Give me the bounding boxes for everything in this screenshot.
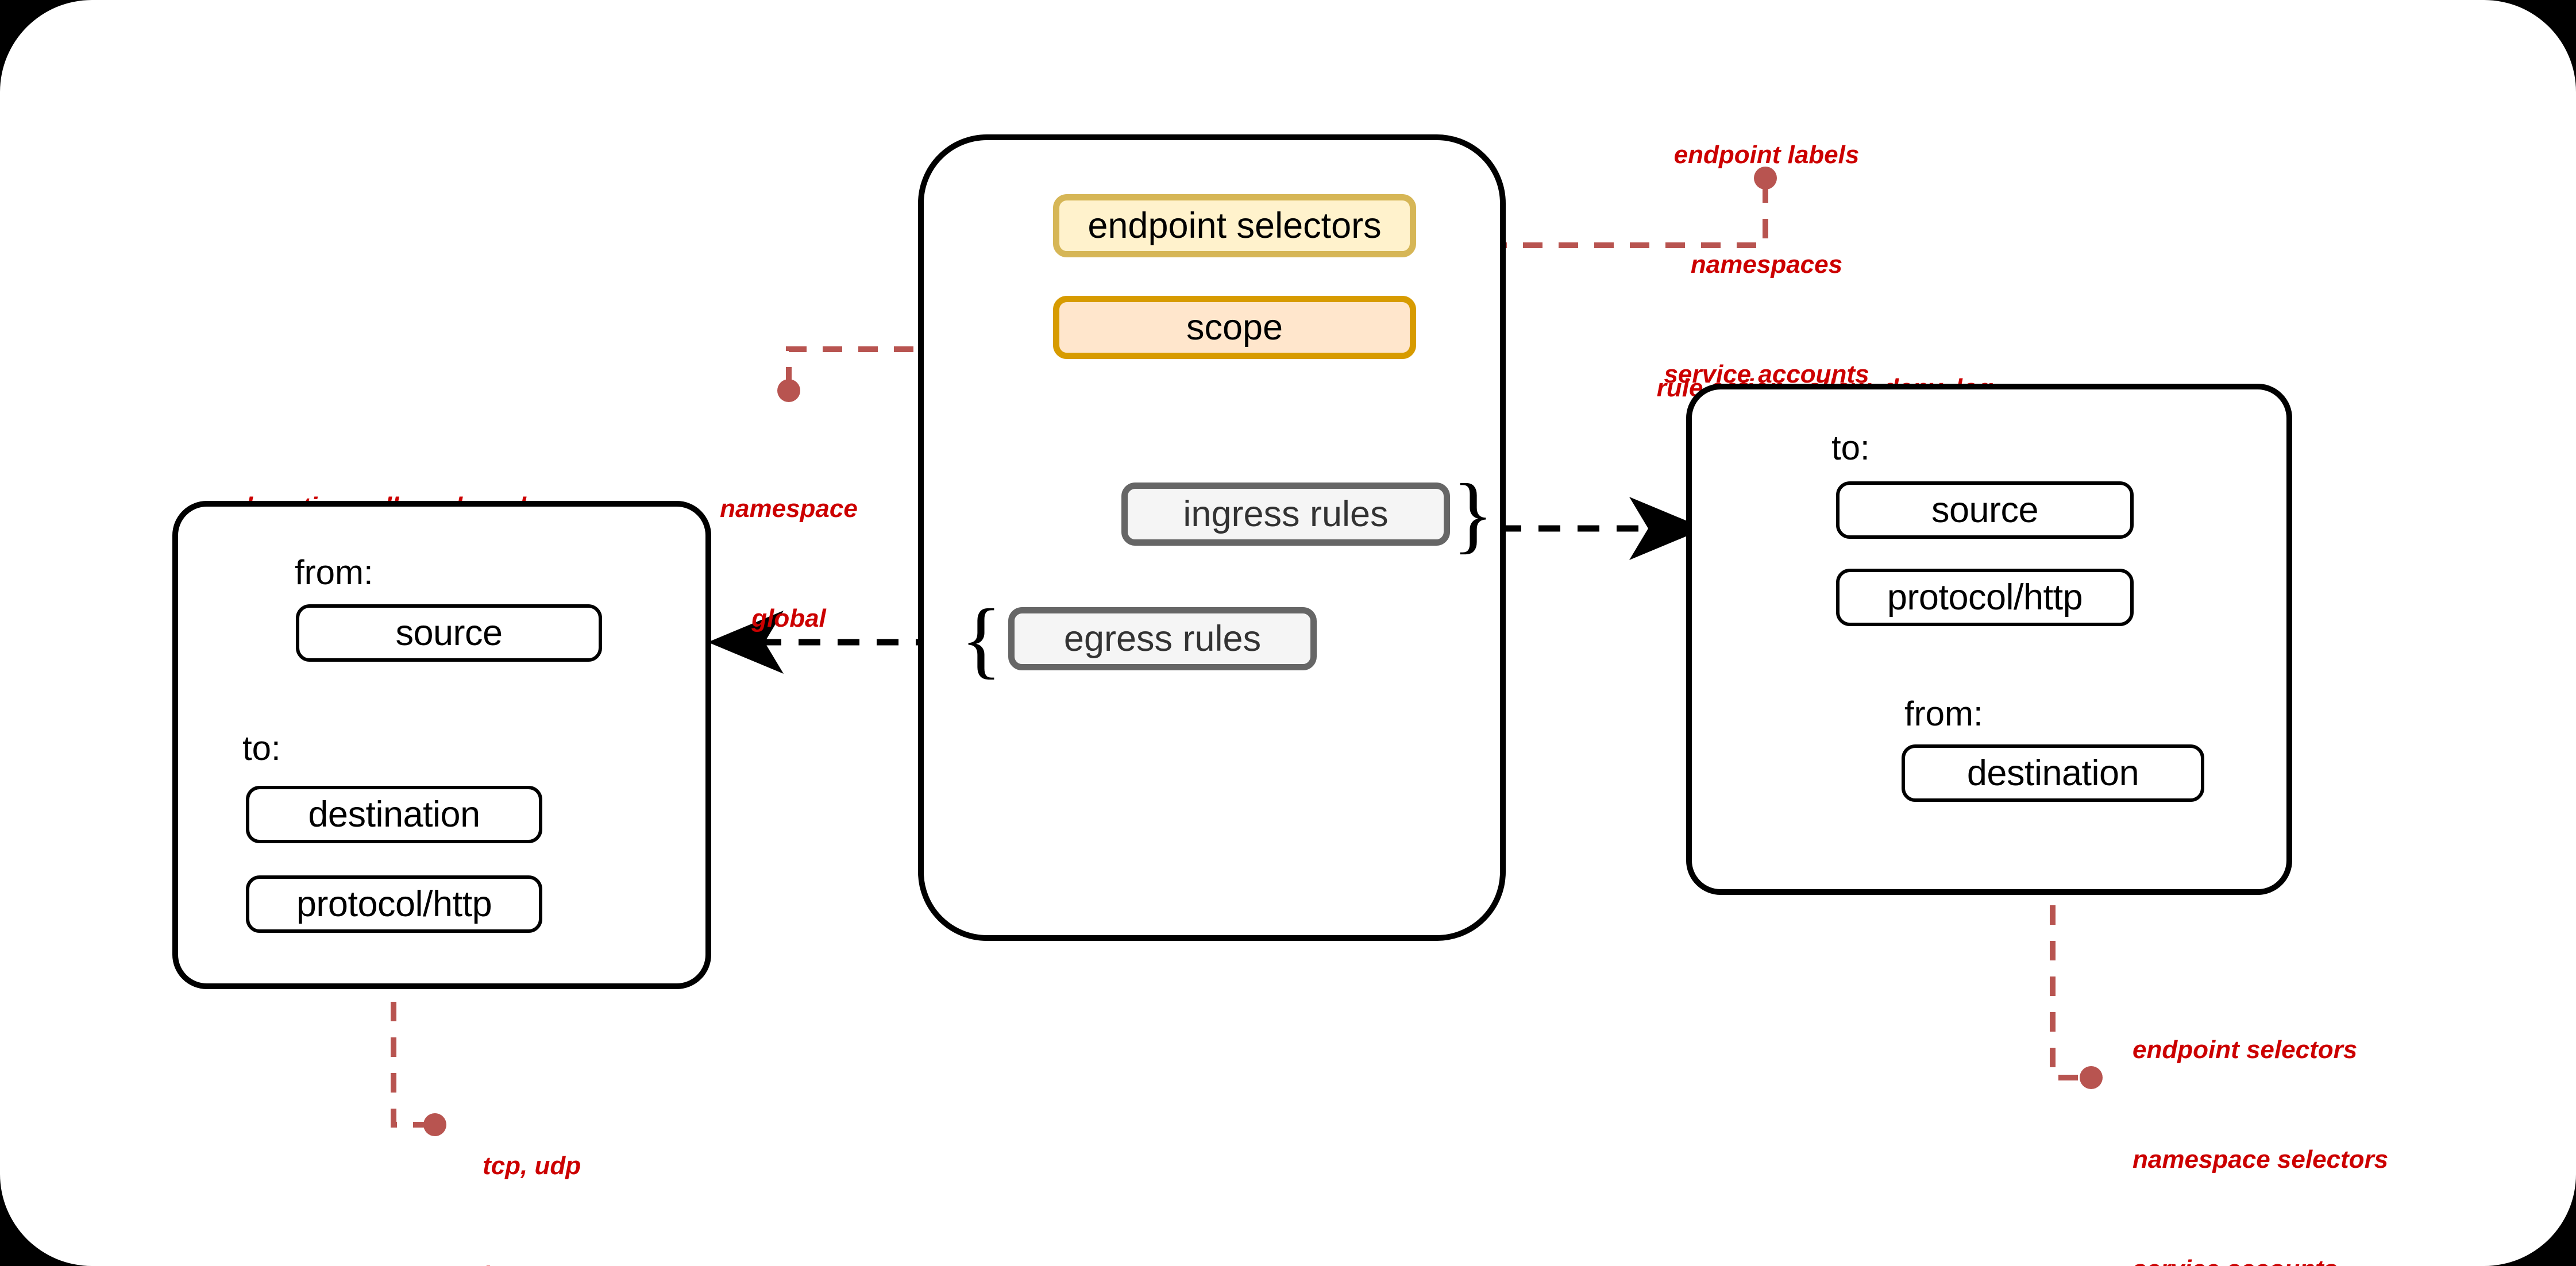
egress-rules-box[interactable]: egress rules (1008, 607, 1317, 670)
destination-leader (2050, 798, 2103, 1089)
destination-note-line-0: endpoint selectors (2132, 1035, 2358, 1064)
egress-from-label-text: from: (295, 553, 373, 592)
egress-to-destination-label: destination (308, 794, 480, 835)
ingress-rules-label: ingress rules (1183, 494, 1389, 534)
egress-to-label: to: (242, 728, 281, 768)
endpoint-selectors-label: endpoint selectors (1088, 206, 1382, 246)
protocol-note-line-1: icmp (483, 1257, 827, 1266)
egress-to-protocol-box[interactable]: protocol/http (246, 875, 542, 933)
protocol-note-line-0: tcp, udp (483, 1151, 581, 1180)
ingress-from-label: from: (1904, 694, 1983, 734)
ingress-brace: } (1452, 471, 1494, 557)
scope-note: namespace global (657, 417, 921, 710)
ingress-to-protocol-label: protocol/http (1887, 577, 2083, 617)
egress-to-protocol-label: protocol/http (296, 884, 492, 924)
ingress-to-label-text: to: (1831, 429, 1870, 467)
ingress-to-protocol-box[interactable]: protocol/http (1836, 569, 2134, 626)
ingress-from-destination-box[interactable]: destination (1902, 744, 2204, 802)
ingress-rules-box[interactable]: ingress rules (1121, 483, 1450, 546)
endpoint-selectors-note-line-2: service accounts (1664, 360, 1869, 389)
endpoint-selectors-note: endpoint labels namespaces service accou… (1603, 63, 1930, 466)
ingress-to-label: to: (1831, 428, 1870, 468)
endpoint-selectors-leader (1416, 167, 1777, 248)
scope-note-line-1: global (751, 604, 826, 632)
egress-to-destination-box[interactable]: destination (246, 786, 542, 843)
egress-from-source-box[interactable]: source (296, 604, 602, 662)
endpoint-selectors-note-line-0: endpoint labels (1673, 140, 1860, 169)
scope-label: scope (1186, 307, 1283, 348)
endpoint-selectors-box[interactable]: endpoint selectors (1053, 194, 1416, 257)
protocol-note: tcp, udp icmp sctp http match (483, 1074, 827, 1266)
endpoint-selectors-note-line-1: namespaces (1690, 250, 1843, 279)
egress-from-label: from: (295, 553, 373, 592)
destination-note-line-1: namespace selectors (2132, 1145, 2389, 1174)
ingress-brace-glyph: } (1452, 466, 1494, 562)
destination-note: endpoint selectors namespace selectors s… (2132, 958, 2569, 1266)
ingress-from-destination-label: destination (1966, 753, 2139, 793)
ingress-from-label-text: from: (1904, 694, 1983, 733)
ingress-panel (1686, 384, 2292, 895)
egress-brace: { (961, 596, 1002, 682)
egress-rules-label: egress rules (1063, 619, 1262, 659)
ingress-to-source-box[interactable]: source (1836, 481, 2134, 539)
destination-note-line-2: service accounts (2132, 1251, 2569, 1266)
egress-from-source-label: source (395, 613, 503, 653)
scope-box[interactable]: scope (1053, 296, 1416, 359)
egress-to-label-text: to: (242, 729, 281, 767)
scope-note-line-0: namespace (720, 494, 858, 523)
ingress-to-source-label: source (1931, 490, 2039, 530)
egress-brace-glyph: { (961, 592, 1002, 687)
protocol-leader (391, 931, 446, 1136)
